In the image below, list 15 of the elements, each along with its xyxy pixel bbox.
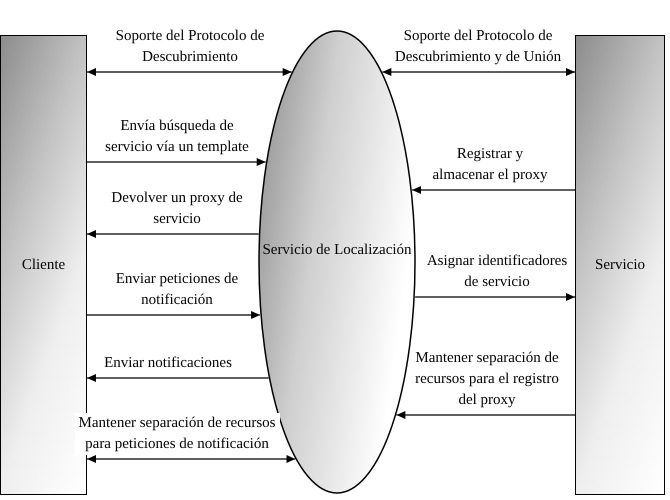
arrow [396, 410, 575, 420]
arrow [415, 292, 575, 302]
arrow [382, 68, 575, 76]
node-label: Cliente [22, 256, 66, 274]
arrow [87, 310, 260, 320]
arrow [87, 68, 292, 76]
arrow [412, 186, 575, 194]
arrow [87, 230, 259, 238]
actor-box [575, 35, 665, 495]
node-label: Servicio [595, 256, 645, 274]
node-label: Servicio de Localización [262, 240, 412, 260]
arrow [87, 374, 269, 382]
edge-label: Mantener separación de recursos para peticiones de notificación [74, 413, 280, 455]
arrow [87, 454, 296, 464]
arrow [87, 158, 266, 166]
